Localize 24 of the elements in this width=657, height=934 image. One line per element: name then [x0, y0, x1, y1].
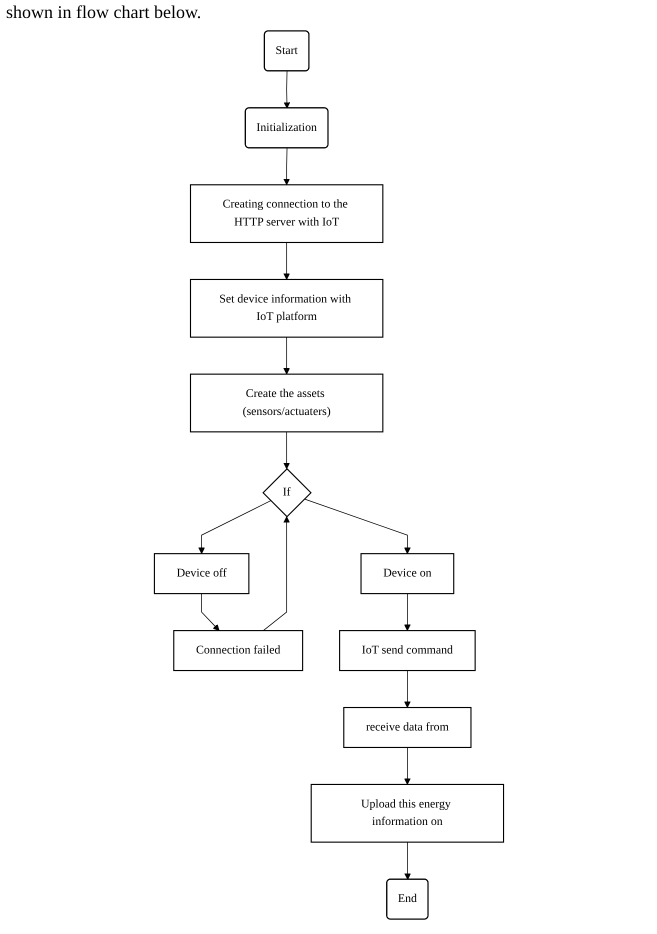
- node-box: Set device information with IoT platform: [189, 278, 383, 338]
- arrow: [200, 593, 220, 631]
- arrow: [404, 670, 410, 708]
- arrow: [404, 842, 410, 880]
- arrow: [404, 593, 410, 631]
- arrow: [283, 70, 290, 109]
- node-box: receive data from: [342, 706, 472, 748]
- note-text: shown in flow chart below.: [6, 2, 202, 23]
- arrow: [304, 498, 410, 554]
- arrow: [282, 148, 290, 186]
- arrow: [198, 500, 271, 554]
- arrow: [404, 747, 410, 785]
- node-box: Connection failed: [172, 630, 303, 672]
- arrow: [262, 516, 290, 631]
- node-box: IoT send command: [338, 630, 476, 672]
- node-diamond: If: [262, 468, 312, 518]
- arrow: [282, 242, 290, 280]
- node-box: Creating connection to the HTTP server with IoT: [189, 184, 383, 244]
- node-box: Device on: [360, 553, 454, 594]
- arrow: [282, 431, 290, 470]
- node-box: Device off: [153, 553, 249, 594]
- node-box: Create the assets (sensors/actuaters): [189, 374, 383, 432]
- arrow: [282, 336, 290, 374]
- node-box: Upload this energy information on: [310, 784, 504, 843]
